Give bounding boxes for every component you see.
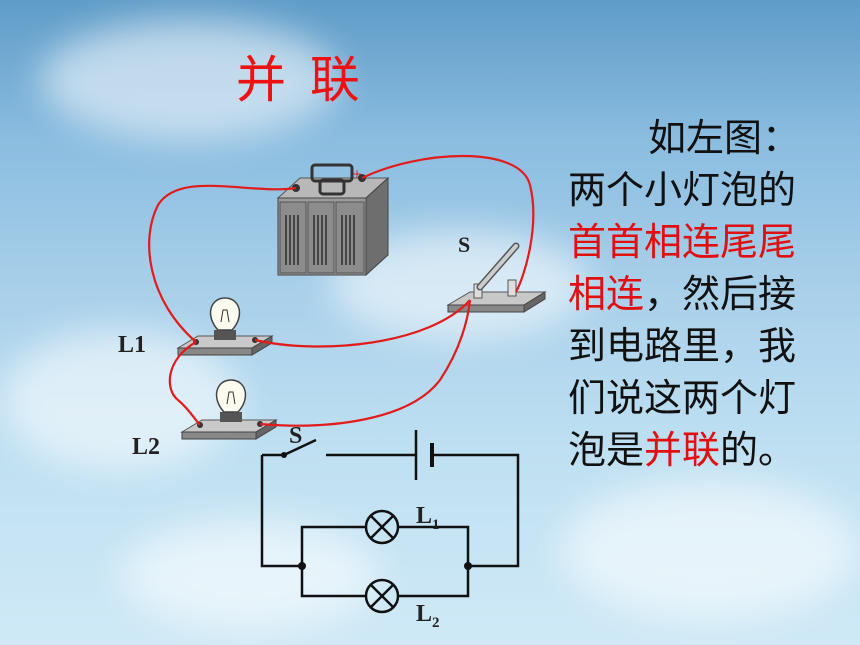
switch-pivot — [281, 452, 287, 458]
wire — [361, 154, 535, 293]
schematic-l2-sub: 2 — [432, 614, 440, 631]
schematic-l1-label: L1 — [416, 503, 440, 534]
switch-blade — [283, 438, 317, 457]
lamp-l2-icon — [180, 379, 278, 440]
lamp-l2-symbol — [364, 578, 400, 614]
wire — [260, 455, 302, 568]
wire — [168, 341, 201, 426]
desc-text: ，然后接 — [644, 272, 797, 316]
desc-line-1: 如左图： — [648, 116, 801, 160]
desc-emphasis: 相连 — [568, 272, 645, 316]
schematic-l1-sub: 1 — [432, 516, 440, 533]
switch-icon — [446, 242, 547, 313]
lamp-l2-label: L2 — [132, 434, 161, 460]
schematic-l1-text: L — [416, 503, 433, 529]
description-text: 如左图： 两个小灯泡的 首首相连尾尾 相连，然后接 到电路里，我 们说这两个灯 … — [568, 112, 836, 476]
circuit-wires — [148, 154, 535, 427]
schematic-l2-text: L — [416, 601, 433, 627]
wire — [300, 566, 366, 598]
wire — [300, 525, 366, 566]
desc-text: 的。 — [720, 428, 797, 472]
page-title: 并 联 — [236, 51, 364, 109]
desc-line-3: 首首相连尾尾 — [568, 220, 797, 264]
wire — [398, 525, 470, 566]
cloud — [560, 480, 860, 620]
wire — [259, 299, 472, 427]
desc-text: 泡是 — [568, 428, 645, 472]
wire — [432, 453, 520, 568]
switch-label: S — [458, 232, 471, 257]
wire — [398, 566, 470, 598]
circuit-schematic — [260, 430, 520, 614]
desc-line-4: 相连，然后接 — [568, 268, 836, 320]
junction-node — [464, 562, 472, 570]
lamp-l1-icon — [176, 297, 274, 356]
desc-line-6: 们说这两个灯 — [568, 376, 797, 420]
battery-icon — [276, 163, 390, 277]
battery-plus-label: + — [352, 167, 362, 181]
schematic-l2-label: L2 — [416, 601, 440, 632]
wire — [148, 184, 297, 343]
junction-node — [298, 562, 306, 570]
wire — [254, 299, 471, 348]
desc-line-2: 两个小灯泡的 — [568, 168, 797, 212]
cloud — [40, 20, 340, 140]
desc-line-7: 泡是并联的。 — [568, 424, 836, 476]
cloud — [120, 520, 380, 630]
lamp-l1-label: L1 — [118, 332, 147, 358]
lamp-l1-symbol — [364, 509, 400, 545]
desc-emphasis: 并联 — [644, 428, 721, 472]
desc-line-5: 到电路里，我 — [568, 324, 797, 368]
schematic-switch-label: S — [289, 423, 303, 449]
